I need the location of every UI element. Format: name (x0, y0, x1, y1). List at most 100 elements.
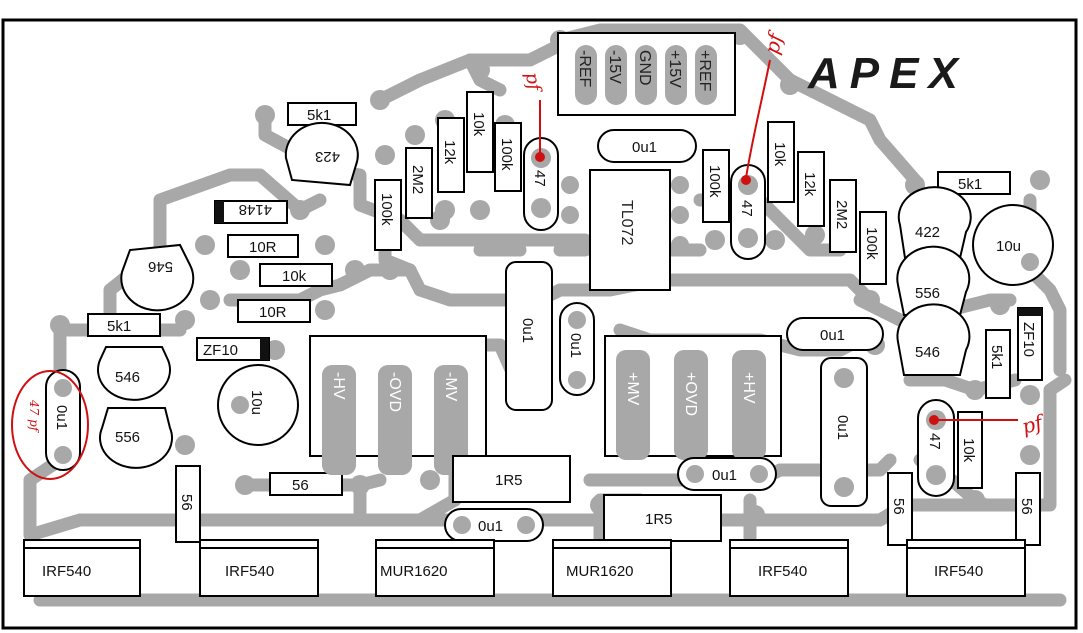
component-label: 1R5 (495, 472, 523, 489)
component-label: 5k1 (988, 345, 1005, 369)
ic-tl072: TL072 (589, 169, 671, 291)
resistor-56-d: 56 (1015, 472, 1041, 546)
component-label: 10u (248, 390, 265, 415)
transistor-423: 423 (284, 121, 359, 187)
component-label: 56 (292, 477, 309, 494)
component-label: 5k1 (958, 176, 982, 193)
power-part-label: MUR1620 (566, 563, 634, 580)
component-label: 0u1 (478, 518, 503, 535)
capacitor-0u1-top: 0u1 (597, 129, 697, 163)
component-label: 56 (1018, 498, 1035, 515)
connector-pin-label: +REF (696, 50, 713, 92)
annotation-47pf: 47 pf (27, 399, 41, 434)
transistor-556-right: 556 (896, 245, 971, 316)
resistor-2m2-a: 2M2 (405, 147, 433, 219)
connector-pin-label: -15V (606, 50, 623, 84)
power-part-label: IRF540 (225, 563, 274, 580)
resistor-10r-a: 10R (227, 234, 299, 258)
connector-pin-label: -REF (576, 50, 593, 88)
component-label: 0u1 (53, 405, 70, 430)
component-label: 0u1 (519, 318, 536, 343)
heatsink-pin-label: -OVD (386, 372, 403, 412)
component-label: 10R (259, 304, 287, 321)
capacitor-0u1-right-a: 0u1 (786, 317, 884, 351)
resistor-10k-left: 10k (259, 263, 333, 287)
component-label: 546 (915, 344, 940, 361)
component-label: 546 (115, 369, 140, 386)
component-label: 546 (148, 258, 173, 275)
resistor-10k-c: 10k (957, 411, 983, 489)
component-label: 100k (863, 227, 880, 260)
resistor-100k-c: 100k (702, 149, 730, 223)
component-label: 5k1 (107, 318, 131, 335)
resistor-5k1-right: 5k1 (937, 171, 1011, 195)
component-label: 56 (890, 498, 907, 515)
component-label: 4148 (239, 201, 272, 218)
capacitor-0u1-right-b: 0u1 (820, 357, 868, 507)
component-label: 47 (926, 433, 943, 450)
resistor-12k-a: 12k (437, 117, 465, 193)
component-label: 12k (801, 172, 818, 197)
component-label: 1R5 (645, 511, 673, 528)
capacitor-0u1-left: 0u1 (45, 369, 81, 471)
component-label: 0u1 (567, 333, 584, 358)
red-annotations: pf pf pf 47 pf (11, 27, 1048, 480)
resistor-10r-b: 10R (237, 299, 311, 323)
component-label: 12k (441, 140, 458, 165)
component-label: 0u1 (820, 327, 845, 344)
capacitor-0u1-mid-b: 0u1 (559, 302, 595, 396)
component-label: 10u (996, 238, 1021, 255)
power-part-irf540-3: IRF540 (729, 539, 849, 597)
component-label: 10k (771, 142, 788, 167)
transistor-422: 422 (897, 186, 972, 259)
resistor-56-b: 56 (269, 472, 343, 496)
component-label: 56 (178, 494, 195, 511)
capacitor-47-c: 47 (917, 399, 955, 497)
resistor-5k1-left: 5k1 (87, 313, 161, 337)
heatsink-left: -HV -OVD -MV (309, 335, 487, 475)
component-label: 2M2 (833, 200, 850, 229)
component-label: 10k (282, 268, 307, 285)
component-label: 2M2 (409, 165, 426, 194)
power-part-irf540-2: IRF540 (199, 539, 319, 597)
capacitor-0u1-bottom-b: 0u1 (677, 457, 777, 491)
component-label: 5k1 (307, 107, 331, 124)
component-label: 0u1 (712, 467, 737, 484)
component-label: ZF10 (203, 342, 238, 359)
component-label: 422 (915, 224, 940, 241)
resistor-5k1-vertical: 5k1 (985, 329, 1011, 399)
component-label: ZF10 (1020, 322, 1037, 357)
power-part-label: MUR1620 (380, 563, 448, 580)
heatsink-pin-label: -MV (442, 372, 459, 402)
power-part-irf540-4: IRF540 (906, 539, 1026, 597)
heatsink-pin-label: +MV (624, 372, 641, 406)
heatsink-pin-label: -HV (330, 372, 347, 400)
component-label: 47 (738, 200, 755, 217)
component-label: 10k (960, 438, 977, 463)
resistor-10k-a: 10k (466, 91, 494, 173)
capacitor-0u1-mid-a: 0u1 (505, 261, 553, 411)
resistor-100k-a: 100k (494, 122, 522, 192)
component-label: 47 (531, 170, 548, 187)
heatsink-right: +MV +OVD +HV (604, 335, 782, 460)
ic-label: TL072 (618, 200, 635, 245)
capacitor-10u-right: 10u (972, 204, 1054, 286)
transistor-546-left2: 546 (97, 346, 171, 401)
power-part-mur1620-1: MUR1620 (375, 539, 495, 597)
resistor-56-a: 56 (175, 465, 201, 543)
component-label: 100k (378, 193, 395, 226)
resistor-100k-b: 100k (374, 179, 402, 251)
component-label: 100k (706, 165, 723, 198)
component-label: 10R (249, 239, 277, 256)
power-connector: -REF -15V GND +15V +REF (557, 32, 736, 116)
zener-zf10-right: ZF10 (1017, 307, 1043, 381)
heatsink-pin-label: +OVD (682, 372, 699, 416)
diode-4148: 4148 (214, 200, 288, 224)
heatsink-pin-label: +HV (740, 372, 757, 404)
component-label: 100k (498, 138, 515, 171)
component-label: 556 (915, 285, 940, 302)
resistor-2m2-b: 2M2 (829, 179, 857, 253)
capacitor-10u-left: 10u (217, 364, 299, 446)
power-part-label: IRF540 (758, 563, 807, 580)
